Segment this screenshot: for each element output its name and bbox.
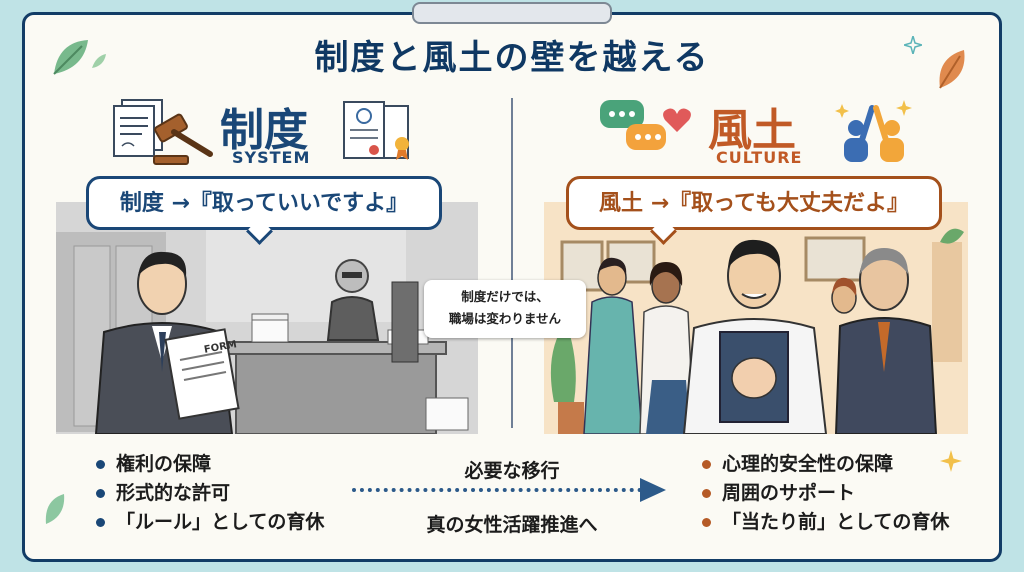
gavel-icon [153, 113, 213, 165]
certificate-icon [343, 101, 409, 160]
culture-speech-bubble: 風土 →『取っても大丈夫だよ』 [566, 176, 942, 230]
sparkle-icon [940, 450, 962, 472]
system-heading-en: SYSTEM [232, 148, 311, 167]
list-item: 周囲のサポート [700, 479, 949, 508]
high-five-icon [835, 100, 912, 162]
list-item: 形式的な許可 [94, 479, 324, 508]
leaf-icon [939, 50, 965, 89]
list-item: 「当たり前」としての育休 [700, 508, 949, 537]
heart-icon [663, 108, 691, 132]
center-note-line2: 職場は変わりません [448, 311, 562, 326]
list-item: 権利の保障 [94, 450, 324, 479]
speech-bubble-icon [600, 100, 666, 150]
transition-arrow-line [352, 488, 642, 492]
leaf-icon [45, 494, 65, 524]
culture-bullet-list: 心理的安全性の保障 周囲のサポート 「当たり前」としての育休 [700, 450, 949, 537]
leaf-icon [53, 40, 106, 75]
culture-heading-en: CULTURE [716, 148, 803, 167]
culture-scene [544, 202, 968, 434]
center-note-line1: 制度だけでは、 [461, 289, 549, 304]
center-note: 制度だけでは、 職場は変わりません [424, 280, 586, 338]
transition-arrow-icon [640, 478, 666, 502]
transition-top-text: 必要な移行 [464, 460, 560, 482]
culture-heading: 風土 [708, 105, 796, 156]
system-bullet-list: 権利の保障 形式的な許可 「ルール」としての育休 [94, 450, 324, 537]
center-divider [511, 98, 513, 428]
list-item: 心理的安全性の保障 [700, 450, 949, 479]
clipboard-clip [412, 2, 612, 24]
page-title: 制度と風土の壁を越える [314, 38, 710, 78]
sparkle-icon [904, 36, 922, 54]
transition-bottom-text: 真の女性活躍推進へ [426, 514, 598, 536]
system-heading: 制度 [220, 105, 308, 156]
document-icon [113, 99, 163, 157]
list-item: 「ルール」としての育休 [94, 508, 324, 537]
